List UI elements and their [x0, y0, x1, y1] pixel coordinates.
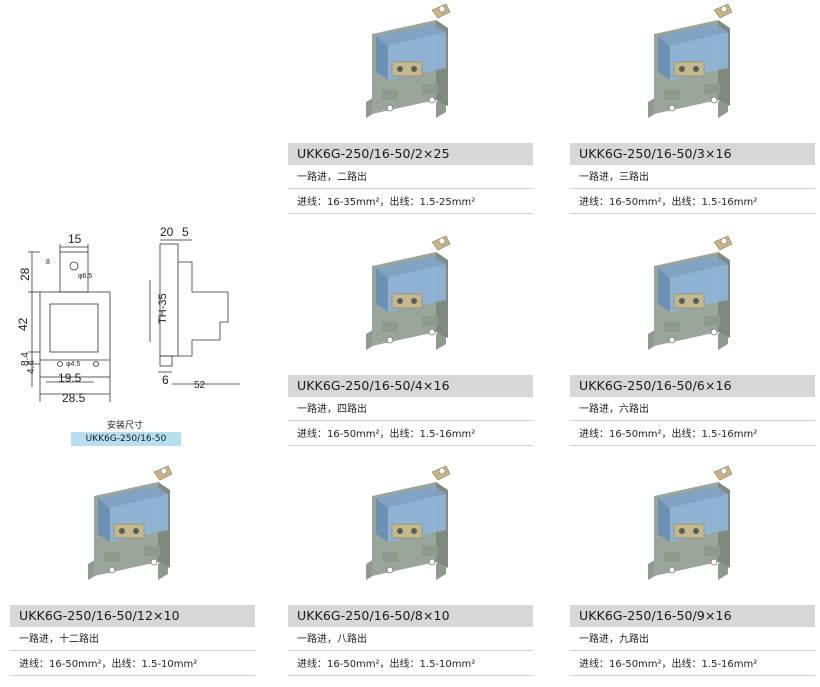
dim-28: 28 [18, 267, 32, 281]
installation-drawing: 15 20 5 28 42 8.4 4.4 8 φ6.5 φ4.5 19.5 2… [10, 222, 270, 412]
product-model: UKK6G-250/16-50/6×16 [570, 375, 815, 397]
product-description: 一路进，六路出 [570, 399, 815, 421]
product-wire-spec: 进线：16-50mm²，出线：1.5-16mm² [288, 424, 533, 446]
product-wire-spec: 进线：16-50mm²，出线：1.5-10mm² [10, 654, 255, 676]
product-description: 一路进，九路出 [570, 629, 815, 651]
install-caption: 安装尺寸 [106, 421, 143, 431]
distribution-block-icon [570, 462, 815, 602]
product-description: 一路进，二路出 [288, 167, 533, 189]
distribution-block-icon [10, 462, 255, 602]
distribution-block-icon [288, 0, 533, 140]
dim-28-5: 28.5 [62, 391, 86, 405]
distribution-block-icon [570, 0, 815, 140]
dim-4-4: 4.4 [26, 360, 37, 374]
distribution-block-icon [288, 232, 533, 372]
dim-19-5: 19.5 [58, 371, 82, 385]
product-model: UKK6G-250/16-50/12×10 [10, 605, 255, 627]
product-description: 一路进，四路出 [288, 399, 533, 421]
product-description: 一路进，三路出 [570, 167, 815, 189]
dim-th-35: TH-35 [157, 293, 169, 324]
product-model: UKK6G-250/16-50/8×10 [288, 605, 533, 627]
dim-42: 42 [16, 317, 30, 331]
product-wire-spec: 进线：16-50mm²，出线：1.5-16mm² [570, 424, 815, 446]
dim-52: 52 [194, 380, 206, 391]
product-description: 一路进，十二路出 [10, 629, 255, 651]
product-model: UKK6G-250/16-50/2×25 [288, 143, 533, 165]
distribution-block-icon [570, 232, 815, 372]
product-model: UKK6G-250/16-50/3×16 [570, 143, 815, 165]
dim-8-4: 8.4 [20, 352, 31, 366]
dim-15: 15 [68, 232, 82, 246]
distribution-block-icon [288, 462, 533, 602]
product-wire-spec: 进线：16-35mm²，出线：1.5-25mm² [288, 192, 533, 214]
product-model: UKK6G-250/16-50/4×16 [288, 375, 533, 397]
dim-5: 5 [182, 225, 189, 239]
dim-6: 6 [162, 373, 169, 387]
product-wire-spec: 进线：16-50mm²，出线：1.5-16mm² [570, 192, 815, 214]
product-wire-spec: 进线：16-50mm²，出线：1.5-10mm² [288, 654, 533, 676]
install-model-badge: UKK6G-250/16-50 [71, 432, 181, 446]
dim-phi-4-5: φ4.5 [66, 361, 80, 368]
dim-8: 8 [46, 259, 50, 266]
dim-20: 20 [160, 225, 174, 239]
product-description: 一路进，八路出 [288, 629, 533, 651]
product-wire-spec: 进线：16-50mm²，出线：1.5-16mm² [570, 654, 815, 676]
dim-phi-6-5: φ6.5 [78, 273, 92, 280]
product-model: UKK6G-250/16-50/9×16 [570, 605, 815, 627]
